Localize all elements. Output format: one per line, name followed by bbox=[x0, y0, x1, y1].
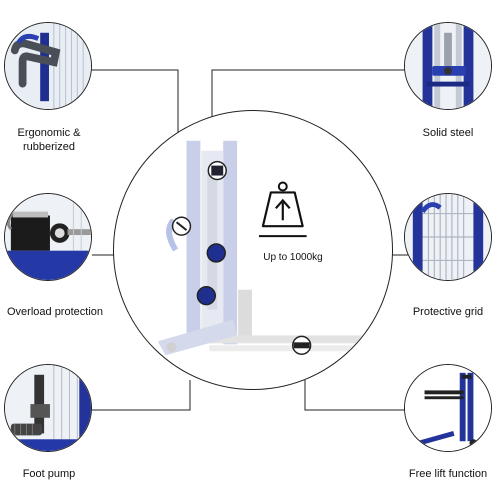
overload-protection-thumbnail bbox=[4, 193, 92, 281]
foot-pump-label: Foot pump bbox=[22, 468, 76, 480]
center-product-circle bbox=[113, 110, 393, 390]
free-lift-label: Free lift function bbox=[408, 468, 488, 480]
protective-grid-thumbnail bbox=[404, 193, 492, 281]
overload-protection-label: Overload protection bbox=[7, 306, 103, 318]
ergonomic-label-line2: rubberized bbox=[23, 141, 75, 153]
hydraulic-cylinder-icon bbox=[5, 194, 91, 280]
capacity-label: Up to 1000kg bbox=[263, 252, 323, 263]
ergonomic-label: Ergonomic & rubberized bbox=[0, 126, 98, 154]
ergonomic-label-line1: Ergonomic & bbox=[17, 127, 81, 139]
ergonomic-handle-thumbnail bbox=[4, 22, 92, 110]
foot-pump-icon bbox=[5, 365, 91, 451]
handle-icon bbox=[5, 23, 91, 109]
stacker-illustration bbox=[157, 140, 379, 356]
feature-marker-dots bbox=[171, 160, 312, 355]
weight-icon bbox=[258, 181, 307, 238]
grid-icon bbox=[405, 194, 491, 280]
solid-steel-thumbnail bbox=[404, 22, 492, 110]
foot-pump-thumbnail bbox=[4, 364, 92, 452]
steel-mast-icon bbox=[405, 23, 491, 109]
solid-steel-label: Solid steel bbox=[422, 127, 474, 139]
free-lift-thumbnail bbox=[404, 364, 492, 452]
protective-grid-label: Protective grid bbox=[412, 306, 484, 318]
stacker-icon bbox=[405, 365, 491, 451]
